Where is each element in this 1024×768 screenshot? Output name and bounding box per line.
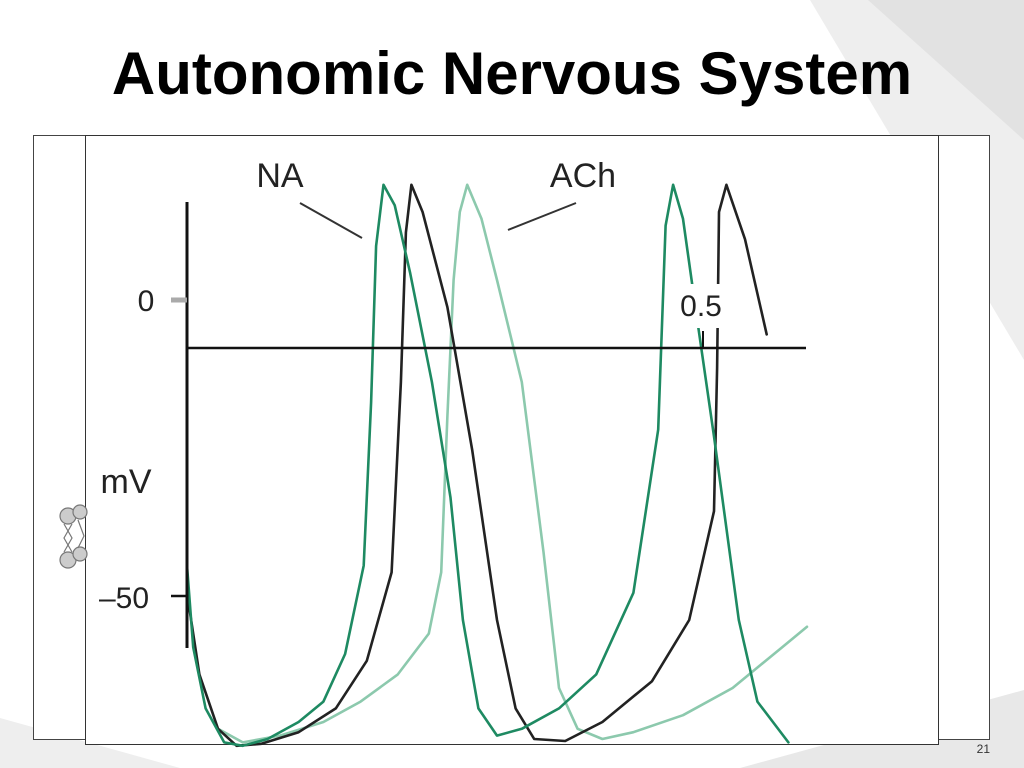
y-tick-label-minus50: –50 [99,582,149,615]
y-axis-label: mV [101,463,152,501]
annotation-label-na: NA [256,157,304,195]
slide-title: Autonomic Nervous System [111,40,913,107]
annotation-pointer-na [299,202,363,239]
series-line-ach [216,183,809,744]
y-tick-label-0: 0 [138,285,155,318]
series-line-control [185,183,768,748]
annotation-label-ach: ACh [550,157,616,195]
series-layer [185,183,809,748]
x-tick-label: 0.5 [680,290,722,323]
x-tick-label-background [668,284,734,328]
cell-membrane-icon [59,504,88,569]
series-line-na [185,183,790,748]
slide-number: 21 [976,742,990,756]
annotation-pointer-ach [507,202,577,231]
inner-image-frame [85,135,939,745]
